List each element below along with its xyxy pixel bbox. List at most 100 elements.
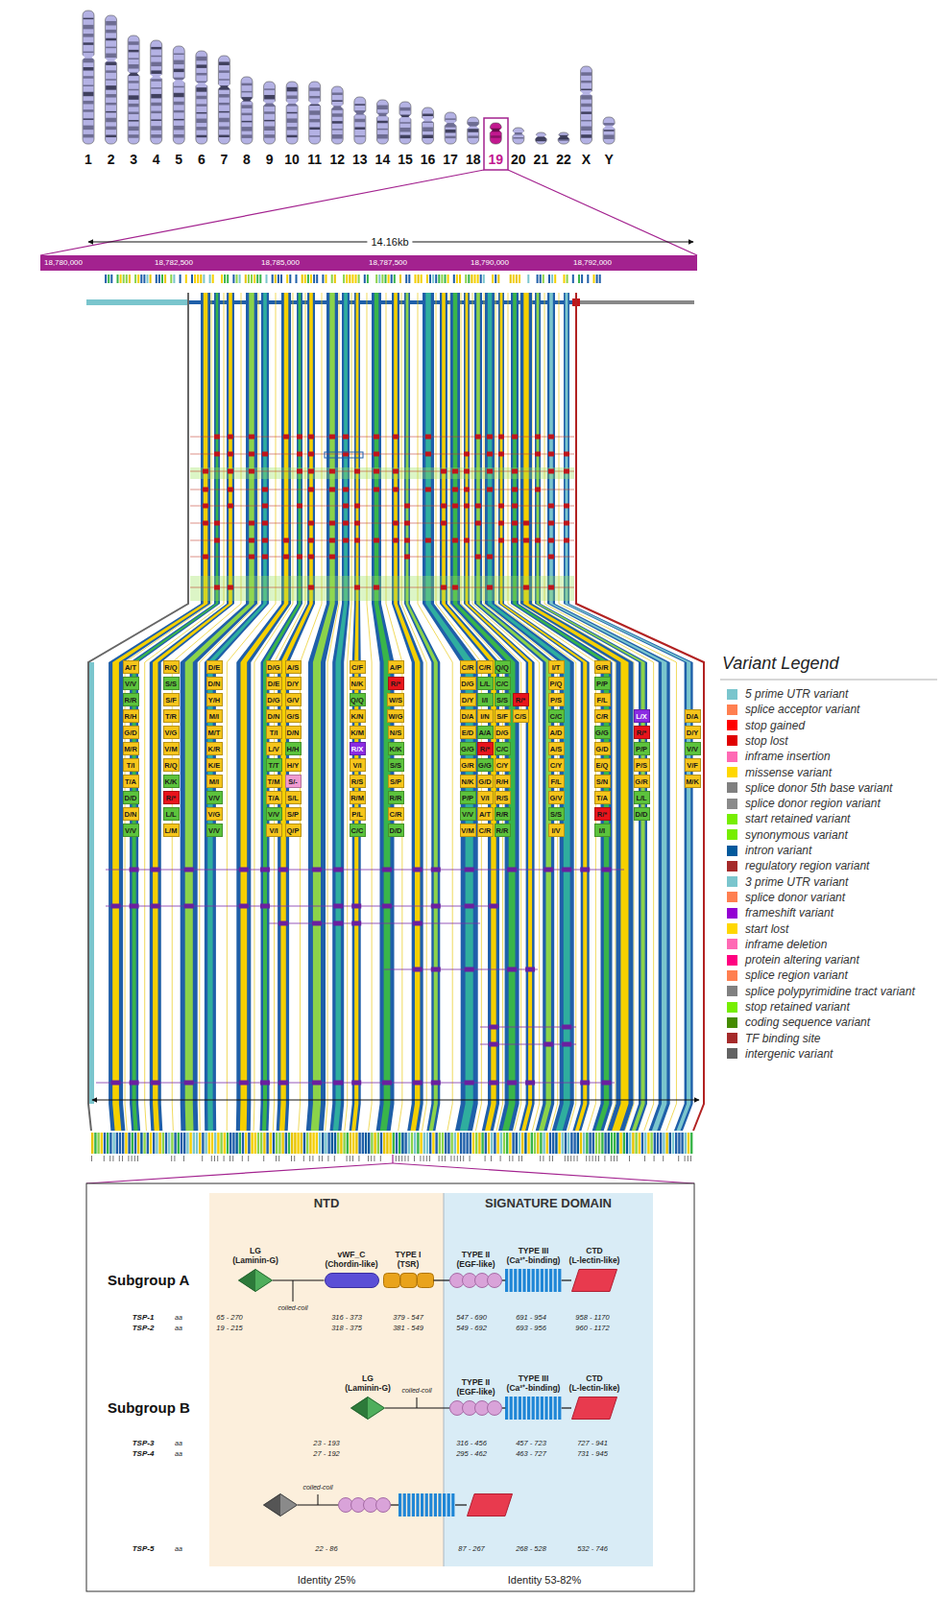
drawing-part bbox=[497, 274, 500, 284]
variant-label-box: D/D bbox=[633, 807, 651, 822]
drawing-part bbox=[351, 1081, 362, 1087]
variant-code: R/* bbox=[388, 677, 404, 691]
variant-label-box: D/E bbox=[265, 676, 283, 691]
drawing-part bbox=[404, 555, 411, 560]
drawing-part bbox=[226, 274, 229, 284]
variant-label-box: D/D bbox=[387, 823, 405, 838]
drawing-part bbox=[425, 452, 432, 458]
drawing-part bbox=[498, 452, 505, 458]
drawing-part bbox=[459, 1133, 462, 1155]
domain-shape bbox=[383, 1273, 435, 1289]
drawing-part bbox=[684, 1133, 687, 1155]
drawing-part bbox=[155, 274, 158, 284]
drawing-part bbox=[486, 555, 493, 560]
drawing-part bbox=[432, 274, 435, 284]
text-word: LG bbox=[249, 1246, 262, 1256]
drawing-part bbox=[146, 1133, 149, 1155]
drawing-part bbox=[518, 1397, 522, 1421]
drawing-part bbox=[218, 94, 230, 98]
legend-row: stop retained variant bbox=[726, 1000, 850, 1015]
label-aa: aa bbox=[174, 1325, 183, 1333]
drawing-part bbox=[333, 921, 343, 927]
drawing-part bbox=[450, 1156, 452, 1162]
drawing-part bbox=[476, 123, 481, 130]
variant-label-box: S/S bbox=[387, 758, 405, 773]
drawing-part bbox=[312, 921, 322, 927]
variant-label-box: C/C bbox=[349, 823, 366, 838]
variant-code: R/* bbox=[478, 743, 493, 756]
drawing-part bbox=[338, 1498, 391, 1514]
drawing-part bbox=[235, 1133, 238, 1155]
drawing-part bbox=[500, 1156, 502, 1162]
label-sub: Subgroup A bbox=[107, 1273, 190, 1290]
variant-code: V/I bbox=[266, 824, 282, 838]
drawing-part bbox=[309, 81, 321, 145]
legend-row: splice donor 5th base variant bbox=[726, 781, 893, 796]
variant-label-box: T/I bbox=[265, 725, 283, 740]
drawing-part bbox=[196, 274, 199, 284]
label-rng: 381 - 549 bbox=[392, 1325, 424, 1333]
label-rng: 65 - 270 bbox=[216, 1314, 243, 1323]
variant-code: T/I bbox=[123, 759, 139, 773]
drawing-part bbox=[255, 1269, 273, 1293]
drawing-part bbox=[631, 1133, 634, 1155]
drawing-part bbox=[518, 274, 521, 284]
drawing-part bbox=[83, 51, 95, 54]
legend-row: splice acceptor variant bbox=[726, 702, 860, 717]
drawing-part bbox=[128, 111, 140, 115]
domain-heading: LG (Laminin-G) bbox=[229, 1247, 282, 1267]
drawing-part bbox=[507, 1081, 517, 1087]
chromosome-ideogram bbox=[285, 81, 299, 145]
drawing-part bbox=[150, 134, 162, 139]
label-tsp: TSP-5 bbox=[132, 1545, 155, 1555]
variant-code: D/A bbox=[685, 710, 701, 724]
drawing-part bbox=[173, 134, 185, 139]
drawing-part bbox=[411, 1494, 415, 1518]
drawing-part bbox=[195, 1133, 198, 1155]
drawing-part bbox=[400, 1274, 417, 1289]
variant-label-box: C/S bbox=[512, 709, 530, 724]
drawing-part bbox=[593, 274, 596, 284]
legend-text: synonymous variant bbox=[745, 828, 848, 843]
drawing-part bbox=[659, 1133, 662, 1155]
drawing-part bbox=[212, 274, 215, 284]
chromosome-ideogram bbox=[488, 122, 503, 145]
legend-row: splice region variant bbox=[726, 968, 848, 983]
drawing-part bbox=[169, 274, 172, 284]
domain-shape bbox=[571, 1397, 618, 1421]
drawing-part bbox=[190, 587, 575, 589]
variant-code: R/Q bbox=[164, 661, 179, 675]
variant-label-box: P/S bbox=[548, 693, 565, 707]
legend-row: splice donor variant bbox=[726, 891, 846, 905]
drawing-part bbox=[184, 868, 194, 873]
drawing-part bbox=[467, 128, 479, 133]
protein-domain: TYPE II (EGF-like) bbox=[448, 1378, 504, 1417]
drawing-part bbox=[675, 1133, 677, 1155]
drawing-part bbox=[283, 434, 290, 440]
label-coil: coiled-coil bbox=[277, 1304, 308, 1313]
drawing-part bbox=[287, 95, 298, 99]
drawing-part bbox=[616, 1156, 618, 1162]
drawing-part bbox=[474, 274, 477, 284]
variant-code: Q/Q bbox=[495, 661, 510, 675]
variant-label-box: K/R bbox=[206, 742, 223, 756]
drawing-part bbox=[431, 1081, 441, 1087]
drawing-part bbox=[202, 521, 209, 527]
drawing-part bbox=[308, 100, 313, 107]
label-pos: 18,790,000 bbox=[470, 259, 509, 268]
drawing-part bbox=[253, 274, 256, 284]
drawing-part bbox=[386, 112, 390, 119]
drawing-part bbox=[544, 1269, 548, 1293]
variant-label-box: T/T bbox=[265, 758, 283, 773]
drawing-part bbox=[295, 100, 300, 107]
drawing-part bbox=[392, 1163, 695, 1184]
drawing-part bbox=[88, 292, 189, 1132]
drawing-part bbox=[117, 274, 120, 284]
label-rng: 958 - 1170 bbox=[575, 1314, 609, 1323]
drawing-part bbox=[431, 868, 441, 873]
drawing-part bbox=[542, 274, 545, 284]
drawing-part bbox=[303, 1133, 306, 1155]
drawing-part bbox=[578, 274, 580, 284]
legend-row: intron variant bbox=[726, 844, 812, 858]
drawing-part bbox=[502, 1407, 506, 1409]
